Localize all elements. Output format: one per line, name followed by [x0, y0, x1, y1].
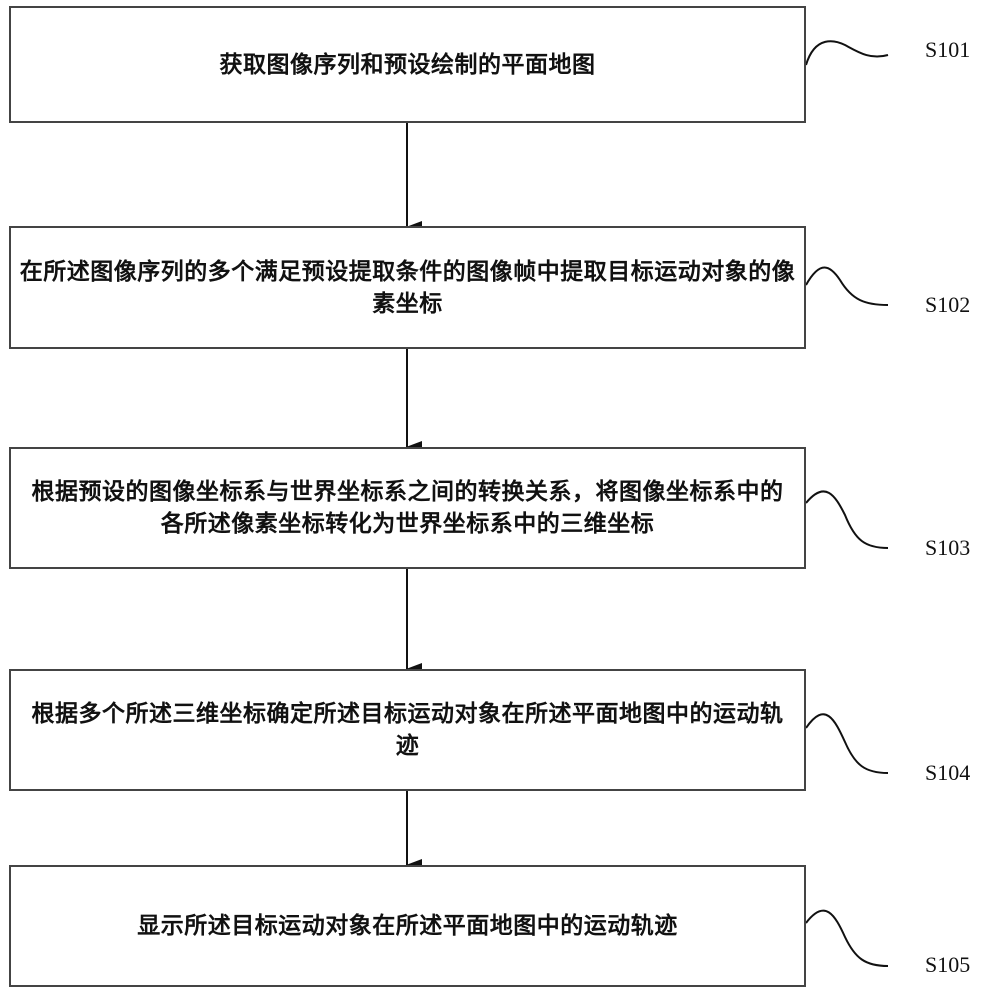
step-box-s101: 获取图像序列和预设绘制的平面地图 — [9, 6, 806, 123]
step-text: 获取图像序列和预设绘制的平面地图 — [219, 51, 596, 78]
step-label: S102 — [925, 292, 971, 317]
step-text: 根据多个所述三维坐标确定所述目标运动对象在所述平面地图中的运动轨迹 — [31, 701, 784, 759]
step-text: 根据预设的图像坐标系与世界坐标系之间的转换关系，将图像坐标系中的各所述像素坐标转… — [31, 479, 784, 537]
step-box-s103: 根据预设的图像坐标系与世界坐标系之间的转换关系，将图像坐标系中的各所述像素坐标转… — [9, 447, 806, 569]
step-label: S103 — [925, 535, 971, 560]
step-text: 在所述图像序列的多个满足预设提取条件的图像帧中提取目标运动对象的像素坐标 — [19, 258, 796, 317]
leader-s104 — [805, 713, 889, 774]
leader-s101 — [805, 40, 889, 66]
leader-s105 — [805, 909, 889, 967]
step-box-s104: 根据多个所述三维坐标确定所述目标运动对象在所述平面地图中的运动轨迹 — [9, 669, 806, 791]
step-text: 显示所述目标运动对象在所述平面地图中的运动轨迹 — [137, 913, 678, 939]
step-box-s102: 在所述图像序列的多个满足预设提取条件的图像帧中提取目标运动对象的像素坐标 — [9, 226, 806, 349]
step-box-s105: 显示所述目标运动对象在所述平面地图中的运动轨迹 — [9, 865, 806, 987]
step-label: S105 — [925, 952, 971, 977]
step-label: S104 — [925, 760, 971, 785]
step-label: S101 — [925, 37, 971, 62]
leader-s102 — [805, 266, 889, 306]
leader-s103 — [805, 490, 889, 549]
